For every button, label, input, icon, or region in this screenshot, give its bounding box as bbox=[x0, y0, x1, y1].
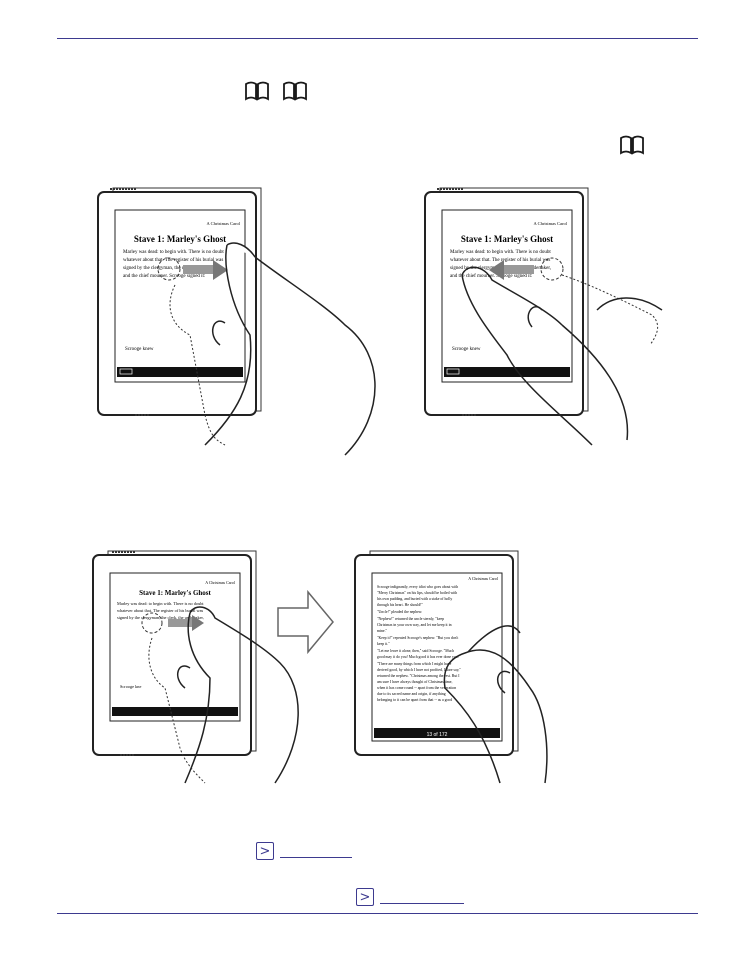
book-icon bbox=[244, 80, 270, 102]
body-line: returned the nephew. "Christmas among th… bbox=[377, 674, 460, 678]
body-line: "Keep it!" repeated Scrooge's nephew. "B… bbox=[377, 636, 459, 640]
chapter-title: Stave 1: Marley's Ghost bbox=[134, 234, 226, 244]
chapter-title: Stave 1: Marley's Ghost bbox=[461, 234, 553, 244]
story-header: A Christmas Carol bbox=[468, 576, 499, 581]
story-header: A Christmas Carol bbox=[534, 221, 568, 226]
body-line: whatever about that. The register of his… bbox=[450, 258, 550, 263]
figure-page-turn: A Christmas Carol Stave 1: Marley's Ghos… bbox=[90, 548, 630, 788]
body-line: Marley was dead: to begin with. There is… bbox=[123, 250, 224, 255]
body-line: keep it." bbox=[377, 642, 390, 646]
body-line: Scrooge knew bbox=[125, 347, 154, 352]
body-line: "Uncle!" pleaded the nephew. bbox=[377, 610, 422, 614]
body-line: Marley was dead: to begin with. There is… bbox=[117, 601, 204, 606]
body-line: mine." bbox=[377, 629, 388, 633]
figure-swipe-right: A Christmas Carol Stave 1: Marley's Ghos… bbox=[95, 185, 395, 460]
body-line: Marley was dead: to begin with. There is… bbox=[450, 250, 551, 255]
cross-reference-link[interactable]: > bbox=[356, 884, 464, 906]
story-header: A Christmas Carol bbox=[205, 580, 236, 585]
arrow-right-icon bbox=[278, 592, 333, 652]
body-line: good may it do you! Much good it has eve… bbox=[377, 655, 461, 659]
body-line: and the chief mourner. Scrooge signed it… bbox=[123, 274, 205, 279]
page-indicator: 13 of 172 bbox=[427, 732, 448, 738]
body-line: Scrooge kne bbox=[120, 684, 141, 689]
link-underline bbox=[280, 857, 352, 858]
book-icon bbox=[282, 80, 308, 102]
body-line: belonging to it can be apart from that -… bbox=[377, 698, 452, 702]
footer-rule bbox=[57, 913, 698, 914]
body-line: "There are many things from which I migh… bbox=[377, 662, 452, 666]
arrow-right-icon: > bbox=[356, 888, 374, 906]
figure-swipe-left: A Christmas Carol Stave 1: Marley's Ghos… bbox=[422, 185, 682, 460]
header-rule bbox=[57, 38, 698, 39]
story-header: A Christmas Carol bbox=[207, 221, 241, 226]
arrow-right-icon: > bbox=[256, 842, 274, 860]
book-icon bbox=[619, 134, 645, 156]
link-underline bbox=[380, 903, 464, 904]
body-line: through his heart. He should!" bbox=[377, 603, 423, 607]
body-line: Scrooge knew bbox=[452, 347, 481, 352]
cross-reference-link[interactable]: > bbox=[256, 838, 352, 860]
chapter-title: Stave 1: Marley's Ghost bbox=[139, 589, 211, 597]
